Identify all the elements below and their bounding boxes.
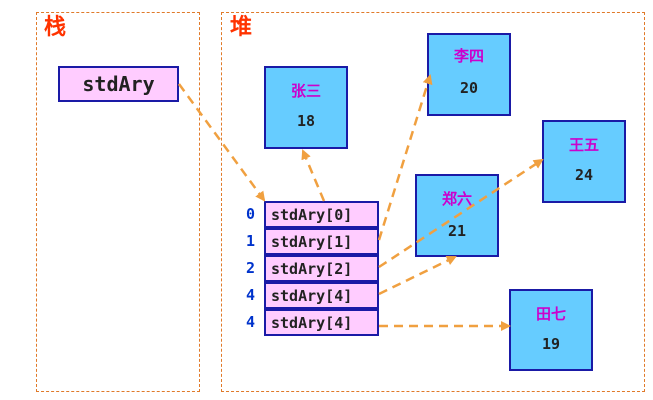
arrow-cell0-to-zhangsan	[301, 149, 326, 202]
heap-region	[221, 12, 645, 392]
stack-variable-stdary: stdAry	[58, 66, 179, 102]
heap-object-wangwu: 王五 24	[542, 120, 626, 203]
object-name: 张三	[290, 82, 321, 100]
arrow-cell1-to-lisi	[377, 74, 433, 241]
heap-array-stdary: stdAry[0] stdAry[1] stdAry[2] stdAry[4] …	[264, 201, 379, 340]
object-name: 李四	[453, 47, 484, 65]
arrow-cell2-to-wangwu	[378, 158, 544, 269]
heap-object-lisi: 李四 20	[427, 33, 511, 116]
array-index-label: 4	[246, 286, 256, 304]
arrow-cell3-to-zhengliu	[378, 255, 457, 296]
array-index-label: 2	[246, 259, 256, 277]
object-name: 王五	[568, 136, 599, 154]
array-index-label: 4	[246, 313, 256, 331]
object-age: 20	[459, 79, 479, 97]
object-name: 田七	[535, 305, 566, 323]
stack-title: 栈	[44, 14, 67, 40]
array-cell: stdAry[1]	[264, 228, 379, 255]
array-index-label: 0	[246, 205, 256, 223]
object-age: 19	[541, 335, 561, 353]
heap-title: 堆	[230, 14, 253, 40]
array-cell: stdAry[2]	[264, 255, 379, 282]
stack-region	[36, 12, 200, 392]
heap-object-zhangsan: 张三 18	[264, 66, 348, 149]
arrow-stack-to-array	[177, 83, 266, 202]
object-name: 郑六	[441, 190, 472, 208]
array-cell: stdAry[4]	[264, 282, 379, 309]
object-age: 18	[296, 112, 316, 130]
heap-object-tianqi: 田七 19	[509, 289, 593, 371]
array-cell: stdAry[0]	[264, 201, 379, 228]
array-cell: stdAry[4]	[264, 309, 379, 336]
array-index-label: 1	[246, 232, 256, 250]
object-age: 21	[447, 222, 467, 240]
object-age: 24	[574, 166, 594, 184]
